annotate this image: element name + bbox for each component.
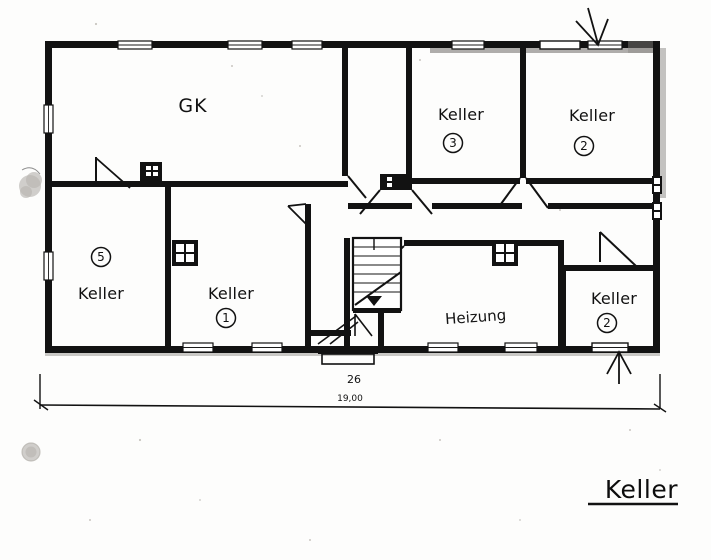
room-number-keller-2-right: 2 — [596, 312, 618, 334]
scan-artifact-left-smudge — [19, 167, 42, 198]
sheet-title: Keller — [605, 475, 678, 504]
svg-text:3: 3 — [449, 136, 457, 150]
window-openings-top-wall — [117, 40, 623, 50]
partition-gk-right — [342, 48, 367, 199]
svg-text:2: 2 — [580, 139, 588, 153]
partition-left-return — [52, 181, 108, 187]
entrance-arrow-bottom-icon — [606, 350, 632, 384]
dimension-main-value: 19,00 — [337, 394, 363, 404]
partition-gk-bottom — [108, 162, 348, 187]
exterior-wall-top — [45, 41, 660, 53]
window-openings-bottom-wall — [182, 342, 629, 353]
room-label-gk: GK — [178, 95, 207, 117]
door-swings-hallway — [317, 313, 373, 345]
window-grid-heizung — [492, 240, 518, 266]
window-grid-keller-1 — [172, 240, 198, 266]
partition-keller3-bottom — [412, 178, 520, 184]
room-label-keller-3: Keller — [438, 105, 484, 124]
partition-hallway-right — [305, 238, 378, 365]
partition-keller5-keller1 — [165, 187, 171, 346]
dimension-upper-value: 26 — [347, 373, 361, 386]
corridor-band-upper — [348, 203, 653, 209]
partition-keller2top-bottom — [526, 178, 653, 184]
room-number-keller-2-top: 2 — [573, 135, 595, 157]
partition-keller1-right — [287, 203, 311, 346]
room-walls-keller2-right — [560, 231, 654, 349]
room-label-heizung: Heizung — [445, 306, 507, 328]
room-number-keller-1: 1 — [215, 307, 237, 329]
room-number-keller-5: 5 — [90, 246, 112, 268]
staircase-symbol — [351, 236, 403, 313]
exterior-wall-left — [43, 41, 54, 353]
paper-specks — [89, 22, 661, 541]
dimension-line — [33, 374, 667, 413]
vent-symbol-right-lower — [652, 202, 662, 220]
scan-artifact-bottom-left-smudge — [21, 442, 41, 462]
vent-symbol-right-upper — [652, 176, 662, 194]
door-swing-keller-5 — [95, 157, 131, 189]
svg-text:1: 1 — [222, 311, 230, 325]
exterior-wall-right — [652, 41, 666, 353]
partition-keller3-left — [359, 48, 433, 215]
room-number-keller-3: 3 — [442, 132, 464, 154]
room-label-keller-1: Keller — [208, 284, 254, 303]
room-label-keller-2-right: Keller — [591, 289, 637, 308]
svg-text:5: 5 — [97, 250, 105, 264]
entrance-arrow-top-icon — [575, 7, 609, 47]
room-label-keller-2-top: Keller — [569, 106, 615, 125]
svg-text:2: 2 — [603, 316, 611, 330]
room-label-keller-5: Keller — [78, 284, 124, 303]
room-walls-heizung — [378, 240, 564, 346]
